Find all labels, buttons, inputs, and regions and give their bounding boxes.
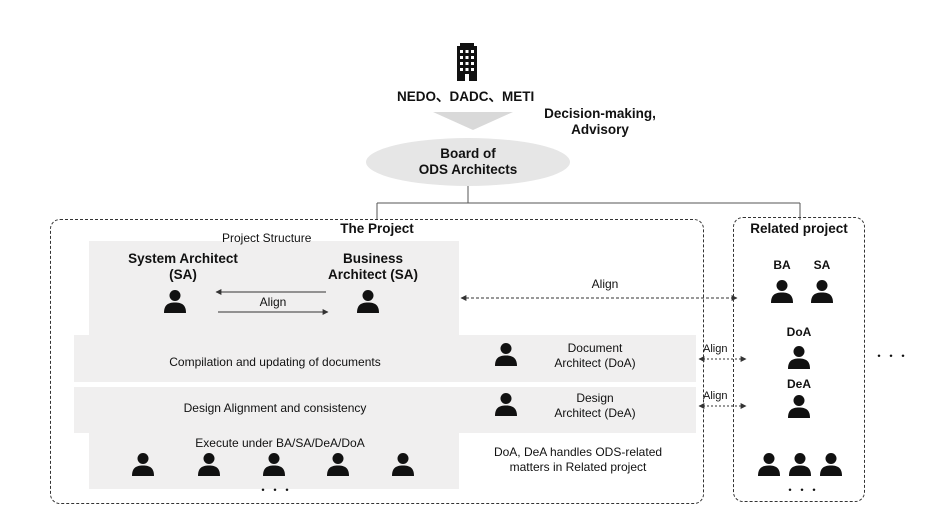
align-related-label: Align [591, 277, 619, 291]
align-inner-label: Align [259, 295, 287, 309]
business-architect-line-2: Architect (SA) [327, 267, 418, 282]
project-structure-panel [89, 241, 459, 335]
related-note-line-1: DoA, DeA handles ODS-related [493, 445, 663, 459]
office-building-icon [457, 43, 477, 81]
related-side-ellipsis: ・・・ [872, 349, 909, 363]
person-icon-related-ba [771, 280, 793, 303]
role-line-2: Advisory [571, 122, 629, 137]
related-dea-label: DeA [786, 377, 811, 391]
board-label: Board of ODS Architects [366, 146, 570, 178]
person-icon-executor-3 [263, 453, 285, 476]
design-architect-line-1: Design [576, 391, 614, 405]
execute-ellipsis: ・・・ [256, 483, 293, 497]
person-icon-related-member-3 [820, 453, 842, 476]
person-icon-doa [495, 343, 517, 366]
system-architect-label: System Architect (SA) [110, 251, 256, 283]
doc-architect-line-2: Architect (DoA) [554, 356, 636, 370]
design-architect-line-2: Architect (DeA) [554, 406, 636, 420]
person-icon-executor-4 [327, 453, 349, 476]
person-icon-related-sa [811, 280, 833, 303]
execute-label: Execute under BA/SA/DeA/DoA [195, 436, 365, 450]
design-row-label: Design Alignment and consistency [183, 401, 367, 415]
down-arrow-shape [433, 112, 513, 130]
doc-architect-label: Document Architect (DoA) [540, 341, 650, 371]
person-icon-dea [495, 393, 517, 416]
align-dea-label: Align [703, 390, 728, 402]
person-icon-related-member-2 [789, 453, 811, 476]
person-icon-executor-5 [392, 453, 414, 476]
system-architect-line-1: System Architect [128, 251, 238, 266]
related-note: DoA, DeA handles ODS-related matters in … [478, 445, 678, 475]
business-architect-label: Business Architect (SA) [303, 251, 443, 283]
board-line-2: ODS Architects [418, 162, 518, 177]
person-icon-sa [164, 290, 186, 313]
business-architect-line-1: Business [342, 251, 404, 266]
related-project-title: Related project [750, 221, 848, 236]
person-icon-executor-1 [132, 453, 154, 476]
person-icon-ba [357, 290, 379, 313]
project-title: The Project [340, 221, 414, 236]
design-row-band [74, 387, 696, 433]
related-note-line-2: matters in Related project [509, 460, 647, 474]
related-ba-label: BA [773, 258, 791, 272]
design-architect-label: Design Architect (DeA) [540, 391, 650, 421]
align-doa-label: Align [703, 343, 728, 355]
role-label: Decision-making, Advisory [520, 106, 680, 138]
related-sa-label: SA [813, 258, 831, 272]
board-ellipse [366, 138, 570, 186]
related-doa-label: DoA [786, 325, 812, 339]
related-bottom-ellipsis: ・・・ [783, 483, 820, 497]
person-icon-executor-2 [198, 453, 220, 476]
organizations-label: NEDO、DADC、METI [397, 89, 535, 104]
person-icon-related-doa [788, 346, 810, 369]
person-icon-related-dea [788, 395, 810, 418]
documents-row-band [74, 335, 696, 382]
system-architect-line-2: (SA) [169, 267, 197, 282]
doc-architect-line-1: Document [567, 341, 623, 355]
documents-row-label: Compilation and updating of documents [169, 355, 381, 369]
person-icon-related-member-1 [758, 453, 780, 476]
role-line-1: Decision-making, [544, 106, 656, 121]
board-line-1: Board of [440, 146, 496, 161]
project-structure-label: Project Structure [222, 231, 312, 245]
